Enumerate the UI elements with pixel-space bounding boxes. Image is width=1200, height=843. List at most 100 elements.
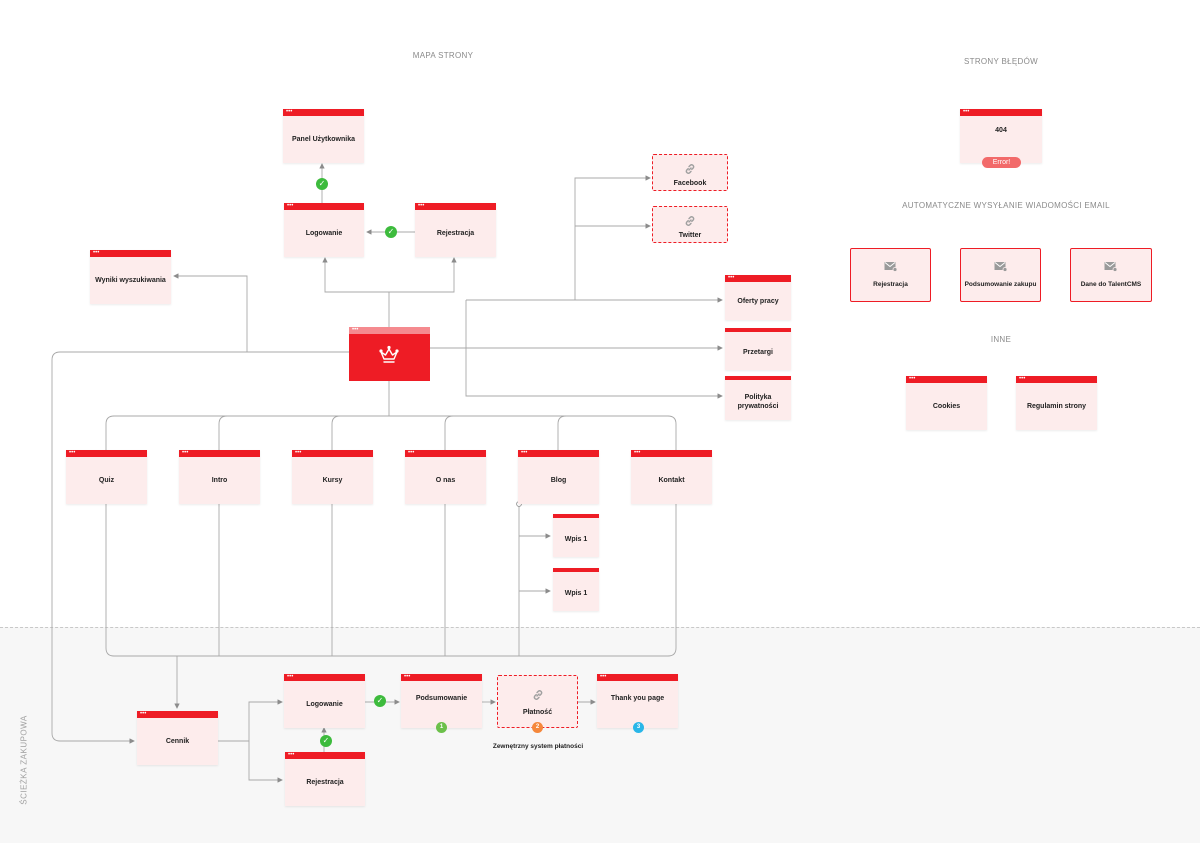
window-bar: ••• xyxy=(284,203,364,210)
checkout-logowanie[interactable]: ••• Logowanie xyxy=(284,674,365,728)
page-label: Rejestracja xyxy=(436,230,475,237)
email-podsumowanie-zakupu[interactable]: Podsumowanie zakupu xyxy=(960,248,1041,302)
page-404[interactable]: ••• 404 xyxy=(960,109,1042,163)
page-label: 404 xyxy=(995,127,1007,134)
email-label: Dane do TalentCMS xyxy=(1080,281,1142,288)
window-bar: ••• xyxy=(349,327,430,334)
page-panel-uzytkownika[interactable]: ••• Panel Użytkownika xyxy=(283,109,364,163)
check-icon: ✓ xyxy=(316,178,328,190)
page-przetargi[interactable]: Przetargi xyxy=(725,328,791,370)
page-label: Regulamin strony xyxy=(1026,403,1087,410)
window-bar: ••• xyxy=(137,711,218,718)
window-bar xyxy=(553,568,599,572)
external-label: Twitter xyxy=(678,232,702,239)
window-bar: ••• xyxy=(401,674,482,681)
external-platnosc[interactable]: Płatność xyxy=(497,675,578,728)
step-1-badge: 1 xyxy=(436,722,447,733)
page-logowanie[interactable]: ••• Logowanie xyxy=(284,203,364,257)
sitemap-title: MAPA STRONY xyxy=(412,51,474,60)
page-label: Intro xyxy=(211,477,228,484)
link-icon xyxy=(685,164,695,174)
window-bar: ••• xyxy=(1016,376,1097,383)
window-bar: ••• xyxy=(631,450,712,457)
window-bar: ••• xyxy=(90,250,171,257)
window-bar: ••• xyxy=(66,450,147,457)
external-label: Facebook xyxy=(673,180,707,187)
window-bar: ••• xyxy=(518,450,599,457)
link-icon xyxy=(533,690,542,700)
window-bar xyxy=(725,376,791,380)
window-bar: ••• xyxy=(725,275,791,282)
page-label: Panel Użytkownika xyxy=(291,136,356,143)
page-label: Oferty pracy xyxy=(737,297,779,305)
page-label: Logowanie xyxy=(305,230,343,237)
page-wpis-1[interactable]: Wpis 1 xyxy=(553,514,599,557)
page-label: Rejestracja xyxy=(306,779,344,786)
page-cookies[interactable]: ••• Cookies xyxy=(906,376,987,430)
page-label: Kursy xyxy=(322,477,343,484)
external-label: Płatność xyxy=(522,709,553,716)
email-label: Rejestracja xyxy=(873,281,908,288)
checkout-rejestracja[interactable]: ••• Rejestracja xyxy=(285,752,365,806)
step-2-badge: 2 xyxy=(532,722,543,733)
window-bar: ••• xyxy=(405,450,486,457)
window-bar xyxy=(553,514,599,518)
check-icon: ✓ xyxy=(320,735,332,747)
email-dane-do-talentcms[interactable]: Dane do TalentCMS xyxy=(1070,248,1152,302)
page-label: Kontakt xyxy=(658,477,685,484)
page-label: Cookies xyxy=(932,403,961,410)
page-polityka-prywatnosci[interactable]: Polityka prywatności xyxy=(725,376,791,420)
page-label: Wyniki wyszukiwania xyxy=(95,277,166,284)
page-label: Przetargi xyxy=(743,349,773,356)
page-oferty-pracy[interactable]: ••• Oferty pracy xyxy=(725,275,791,320)
window-bar: ••• xyxy=(285,752,365,759)
email-automation-title: AUTOMATYCZNE WYSYŁANIE WIADOMOŚCI EMAIL xyxy=(902,201,1110,210)
window-bar: ••• xyxy=(597,674,678,681)
mail-icon xyxy=(1104,262,1118,272)
crown-logo-icon xyxy=(379,345,399,363)
page-wyniki-wyszukiwania[interactable]: ••• Wyniki wyszukiwania xyxy=(90,250,171,304)
page-label: Cennik xyxy=(165,738,190,745)
page-label: Wpis 1 xyxy=(564,535,588,543)
page-wpis-2[interactable]: Wpis 1 xyxy=(553,568,599,611)
page-rejestracja[interactable]: ••• Rejestracja xyxy=(415,203,496,257)
window-bar: ••• xyxy=(179,450,260,457)
window-bar: ••• xyxy=(415,203,496,210)
page-label: O nas xyxy=(435,477,456,484)
error-pages-title: STRONY BŁĘDÓW xyxy=(964,57,1038,66)
window-bar: ••• xyxy=(283,109,364,116)
check-icon: ✓ xyxy=(385,226,397,238)
step-3-badge: 3 xyxy=(633,722,644,733)
window-bar: ••• xyxy=(960,109,1042,116)
page-quiz[interactable]: ••• Quiz xyxy=(66,450,147,504)
page-regulamin-strony[interactable]: ••• Regulamin strony xyxy=(1016,376,1097,430)
checkout-podsumowanie[interactable]: ••• Podsumowanie xyxy=(401,674,482,728)
page-label: Podsumowanie xyxy=(415,695,468,702)
page-cennik[interactable]: ••• Cennik xyxy=(137,711,218,765)
page-o-nas[interactable]: ••• O nas xyxy=(405,450,486,504)
window-bar: ••• xyxy=(906,376,987,383)
page-intro[interactable]: ••• Intro xyxy=(179,450,260,504)
page-kursy[interactable]: ••• Kursy xyxy=(292,450,373,504)
checkout-path-label: ŚCIEŻKA ZAKUPOWA xyxy=(19,715,29,805)
email-label: Podsumowanie zakupu xyxy=(964,281,1037,288)
page-kontakt[interactable]: ••• Kontakt xyxy=(631,450,712,504)
checkout-thank-you-page[interactable]: ••• Thank you page xyxy=(597,674,678,728)
check-icon: ✓ xyxy=(374,695,386,707)
page-label: Quiz xyxy=(98,477,115,484)
external-facebook[interactable]: Facebook xyxy=(652,154,728,191)
window-bar xyxy=(725,328,791,332)
mail-icon xyxy=(884,262,897,272)
external-twitter[interactable]: Twitter xyxy=(652,206,728,243)
home-page[interactable]: ••• xyxy=(349,327,430,381)
email-rejestracja[interactable]: Rejestracja xyxy=(850,248,931,302)
page-label: Wpis 1 xyxy=(564,589,588,597)
error-badge: Error! xyxy=(982,157,1021,168)
page-label: Blog xyxy=(550,477,567,484)
mail-icon xyxy=(994,262,1007,272)
page-blog[interactable]: ••• Blog xyxy=(518,450,599,504)
payment-system-note: Zewnętrzny system płatności xyxy=(492,743,584,750)
page-label: Polityka prywatności xyxy=(737,393,779,410)
other-pages-title: INNE xyxy=(990,335,1012,344)
